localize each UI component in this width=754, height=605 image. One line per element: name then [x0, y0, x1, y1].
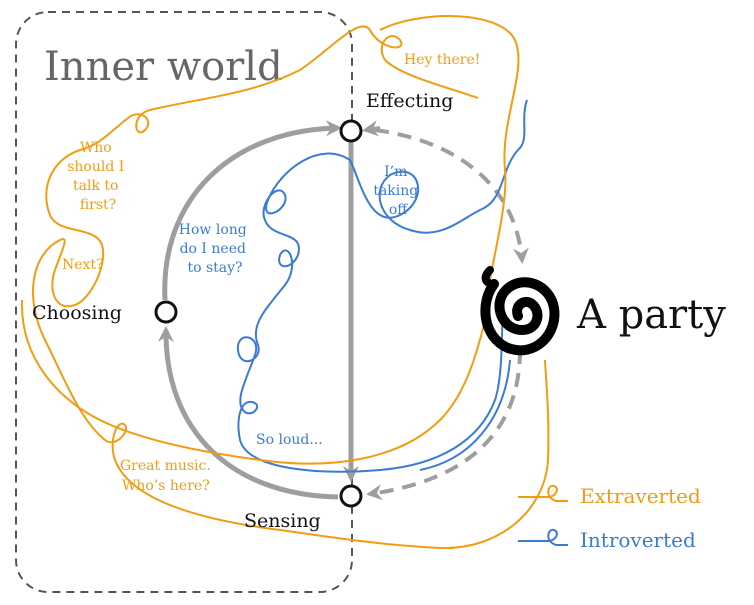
- annotation-great-music: Great music. Who’s here?: [120, 458, 215, 494]
- node-choosing: [154, 300, 178, 324]
- annotation-who-should-i: Who should I talk to first?: [67, 140, 129, 213]
- annotation-how-long: How long do I need to stay?: [179, 222, 251, 276]
- party-label: A party: [576, 292, 726, 338]
- extraverted-path: [32, 25, 550, 550]
- spiral-icon: [480, 266, 560, 356]
- annotation-next: Next?: [62, 257, 104, 273]
- legend: Extraverted Introverted: [518, 484, 701, 552]
- annotation-hey-there: Hey there!: [404, 52, 480, 68]
- introverted-path: [236, 99, 528, 473]
- annotation-so-loud: So loud...: [256, 432, 323, 448]
- dashed-arrow-party-to-sensing: [366, 349, 522, 501]
- cycle-arrow-choosing-to-effecting: [162, 120, 342, 301]
- label-sensing: Sensing: [244, 510, 321, 532]
- node-effecting: [339, 119, 363, 143]
- label-effecting: Effecting: [366, 90, 453, 112]
- legend-extraverted-swatch: [518, 484, 568, 502]
- label-choosing: Choosing: [32, 302, 122, 324]
- dashed-arrow-effecting-to-party: [374, 128, 529, 264]
- legend-introverted-label: Introverted: [580, 528, 696, 552]
- introverted-path-tail: [419, 359, 511, 471]
- dashed-arrowhead-effecting: [362, 120, 381, 137]
- legend-introverted-swatch: [518, 528, 568, 546]
- extraverted-path-upper: [379, 15, 520, 281]
- legend-extraverted-label: Extraverted: [580, 484, 701, 508]
- node-sensing: [339, 484, 363, 508]
- extraverted-path-lower: [20, 299, 491, 465]
- inner-world-title: Inner world: [44, 44, 283, 90]
- annotation-taking-off: I’m taking off: [373, 164, 422, 218]
- cycle-arrow-sensing-to-choosing: [157, 326, 339, 500]
